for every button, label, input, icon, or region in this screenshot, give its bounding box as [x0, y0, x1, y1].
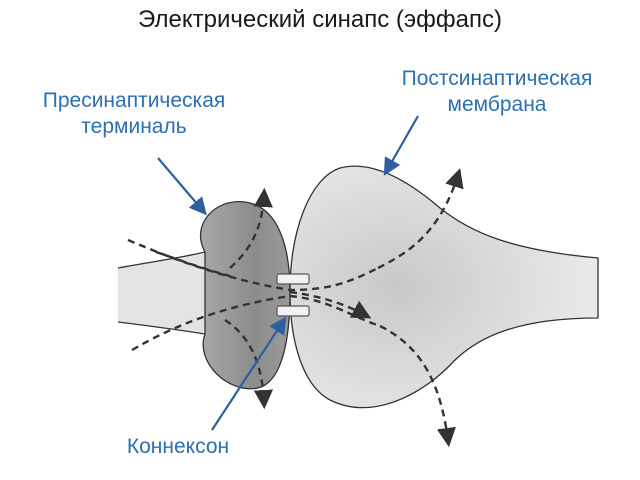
presynaptic-label-line2: терминаль — [81, 115, 187, 138]
current-line-up-left — [229, 187, 273, 269]
current-line-down-left — [224, 318, 274, 410]
presynaptic-terminal-label: Пресинаптическая терминаль — [14, 88, 254, 140]
presynaptic-label-line1: Пресинаптическая — [42, 89, 226, 112]
connexon-upper — [276, 273, 310, 285]
diagram-title: Электрический синапс (эффапс) — [138, 6, 502, 33]
presynaptic-axon — [118, 252, 205, 334]
presynaptic-pointer-arrow — [157, 157, 207, 216]
connexon-lower — [276, 305, 310, 317]
connexon-label: Коннексон — [126, 435, 230, 458]
postsynaptic-label-line2: мембрана — [447, 93, 547, 116]
postsynaptic-membrane-label: Постсинаптическая мембрана — [372, 66, 622, 118]
current-line-upper — [127, 238, 379, 292]
connexon-pointer-arrow — [211, 316, 287, 431]
postsynaptic-label-line1: Постсинаптическая — [401, 67, 593, 90]
current-line-lower — [131, 294, 381, 352]
presynaptic-terminal — [199, 201, 291, 390]
postsynaptic-cell — [289, 165, 599, 409]
postsynaptic-pointer-arrow — [383, 115, 419, 176]
current-line-middle — [289, 290, 372, 319]
